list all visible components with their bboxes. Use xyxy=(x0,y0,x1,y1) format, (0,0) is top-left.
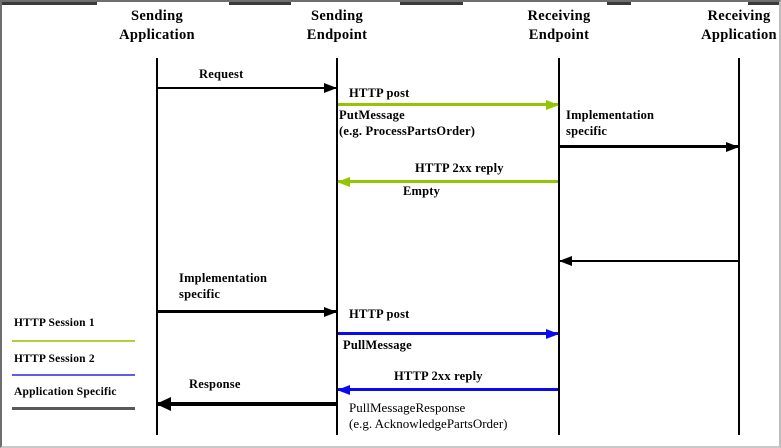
arrowhead-right-icon xyxy=(546,328,559,339)
participant-sending-application: Sending Application xyxy=(119,8,195,43)
top-border-segment xyxy=(2,2,97,5)
http-post-2-label: HTTP post xyxy=(349,307,410,321)
put-message-label: PutMessage (e.g. ProcessPartsOrder) xyxy=(339,108,476,138)
empty-label: Empty xyxy=(403,184,441,198)
legend-application-specific-label: Application Specific xyxy=(14,386,117,398)
http-post-1-arrow xyxy=(338,99,559,110)
arrowhead-right-icon xyxy=(324,83,337,93)
arrowhead-left-icon xyxy=(337,384,350,395)
implementation-specific-right-arrow xyxy=(560,141,739,152)
arrowhead-left-icon xyxy=(156,397,171,411)
lifeline-sending-endpoint xyxy=(336,58,338,435)
lifeline-sending-application xyxy=(156,58,158,435)
request-arrow xyxy=(158,83,337,93)
participant-sending-endpoint: Sending Endpoint xyxy=(306,8,368,43)
receiving-return-arrow xyxy=(559,256,738,266)
arrowhead-right-icon xyxy=(546,99,559,110)
http-reply-1-label: HTTP 2xx reply xyxy=(415,161,504,175)
participant-receiving-endpoint: Receiving Endpoint xyxy=(527,8,591,43)
top-border-segment xyxy=(607,2,631,5)
http-post-2-arrow xyxy=(338,328,559,339)
lifeline-receiving-endpoint xyxy=(558,58,560,435)
implementation-specific-left-label: Implementation specific xyxy=(179,271,268,301)
top-border-segment xyxy=(748,2,779,5)
arrowhead-right-icon xyxy=(324,306,337,317)
http-reply-2-label: HTTP 2xx reply xyxy=(394,369,483,383)
legend-application-specific-line xyxy=(12,407,135,410)
legend-http-session-1-label: HTTP Session 1 xyxy=(14,317,95,329)
top-border-segment xyxy=(400,2,463,5)
pull-message-label: PullMessage xyxy=(343,338,412,352)
legend-http-session-2-label: HTTP Session 2 xyxy=(14,353,95,365)
implementation-specific-right-label: Implementation specific xyxy=(566,108,655,138)
arrowhead-right-icon xyxy=(726,141,739,152)
pull-message-response-label: PullMessageResponse (e.g. AcknowledgePar… xyxy=(349,400,508,431)
legend-http-session-1-line xyxy=(12,340,135,342)
response-label: Response xyxy=(189,377,241,391)
http-reply-2-arrow xyxy=(337,384,558,395)
arrowhead-left-icon xyxy=(337,176,350,187)
top-border-segment xyxy=(229,2,291,5)
response-arrow xyxy=(156,397,337,411)
legend-http-session-2-line xyxy=(12,374,135,376)
arrowhead-left-icon xyxy=(559,256,572,266)
request-label: Request xyxy=(199,67,244,81)
lifeline-receiving-application xyxy=(738,58,740,435)
implementation-specific-left-arrow xyxy=(158,306,337,317)
http-post-1-label: HTTP post xyxy=(349,86,410,100)
http-reply-1-arrow xyxy=(337,176,558,187)
participant-receiving-application: Receiving Application xyxy=(701,8,777,43)
